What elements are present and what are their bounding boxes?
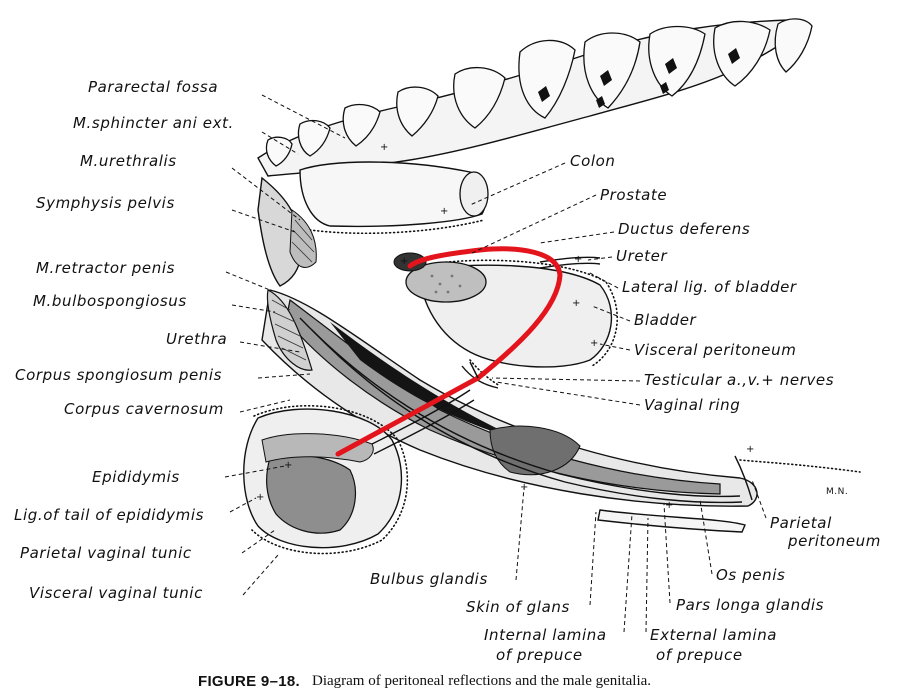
labels-bottom: Os penis Pars longa glandis Bulbus gland…: [370, 566, 824, 664]
vaginal-ring-marker: [469, 361, 479, 379]
label-parietal-peritoneum-1: Parietal: [770, 514, 832, 532]
svg-text:+: +: [284, 460, 292, 471]
svg-text:+: +: [746, 444, 754, 455]
label-bladder: Bladder: [634, 311, 697, 329]
svg-text:+: +: [572, 298, 580, 309]
bladder: [393, 252, 618, 368]
bulbospongiosus: [266, 289, 313, 371]
label-pars-longa-glandis: Pars longa glandis: [676, 596, 824, 614]
label-parietal-peritoneum-2: peritoneum: [787, 532, 881, 550]
figure-caption: Diagram of peritoneal reflections and th…: [312, 673, 652, 689]
vertebral-column: [257, 18, 813, 177]
label-m-bulbospongiosus: M.bulbospongiosus: [33, 292, 187, 310]
ductus-deferens-highlight: [335, 246, 563, 457]
svg-text:+: +: [400, 256, 408, 267]
svg-text:+: +: [574, 254, 582, 265]
svg-text:+: +: [380, 142, 388, 153]
pelvic-muscles: [257, 176, 317, 287]
label-os-penis: Os penis: [716, 566, 785, 584]
label-skin-of-glans: Skin of glans: [466, 598, 570, 616]
label-artist-initials: M.N.: [826, 487, 848, 497]
label-ductus-deferens: Ductus deferens: [618, 220, 750, 238]
labels-right: Colon Prostate Ductus deferens Ureter La…: [570, 152, 881, 550]
label-corpus-cavernosum: Corpus cavernosum: [64, 400, 224, 418]
label-ureter: Ureter: [616, 247, 667, 265]
leader-lines: [224, 94, 767, 633]
testis: [243, 389, 475, 555]
label-colon: Colon: [570, 152, 616, 170]
labels-left: Pararectal fossa M.sphincter ani ext. M.…: [14, 78, 234, 602]
label-pararectal-fossa: Pararectal fossa: [88, 78, 218, 96]
label-internal-lamina-1: Internal lamina: [484, 626, 607, 644]
svg-text:+: +: [590, 338, 598, 349]
figure-number: FIGURE 9–18.: [198, 673, 300, 690]
label-prostate: Prostate: [600, 186, 667, 204]
label-symphysis-pelvis: Symphysis pelvis: [36, 194, 175, 212]
svg-text:+: +: [520, 482, 528, 493]
label-m-urethralis: M.urethralis: [80, 152, 177, 170]
label-parietal-vaginal-tunic: Parietal vaginal tunic: [20, 544, 192, 562]
cross-markers: + + + + + + + + + + +: [256, 142, 754, 511]
label-m-retractor-penis: M.retractor penis: [36, 259, 175, 277]
label-m-sphincter-ani-ext: M.sphincter ani ext.: [73, 114, 234, 132]
label-internal-lamina-2: of prepuce: [496, 646, 583, 664]
svg-text:+: +: [440, 206, 448, 217]
label-bulbus-glandis: Bulbus glandis: [370, 570, 488, 588]
label-urethra: Urethra: [166, 330, 227, 348]
label-lateral-lig-bladder: Lateral lig. of bladder: [622, 278, 797, 296]
label-epididymis: Epididymis: [92, 468, 180, 486]
penis-shaft: [261, 289, 758, 533]
label-lig-tail-epididymis: Lig.of tail of epididymis: [14, 506, 204, 524]
label-corpus-spongiosum-penis: Corpus spongiosum penis: [15, 366, 222, 384]
label-visceral-peritoneum: Visceral peritoneum: [634, 341, 796, 359]
label-external-lamina-1: External lamina: [650, 626, 777, 644]
svg-text:+: +: [665, 500, 673, 511]
label-vaginal-ring: Vaginal ring: [644, 396, 740, 414]
label-testicular-avnerves: Testicular a.,v.+ nerves: [644, 371, 834, 389]
colon: [297, 161, 489, 235]
label-external-lamina-2: of prepuce: [656, 646, 743, 664]
label-visceral-vaginal-tunic: Visceral vaginal tunic: [29, 584, 203, 602]
svg-text:+: +: [256, 492, 264, 503]
